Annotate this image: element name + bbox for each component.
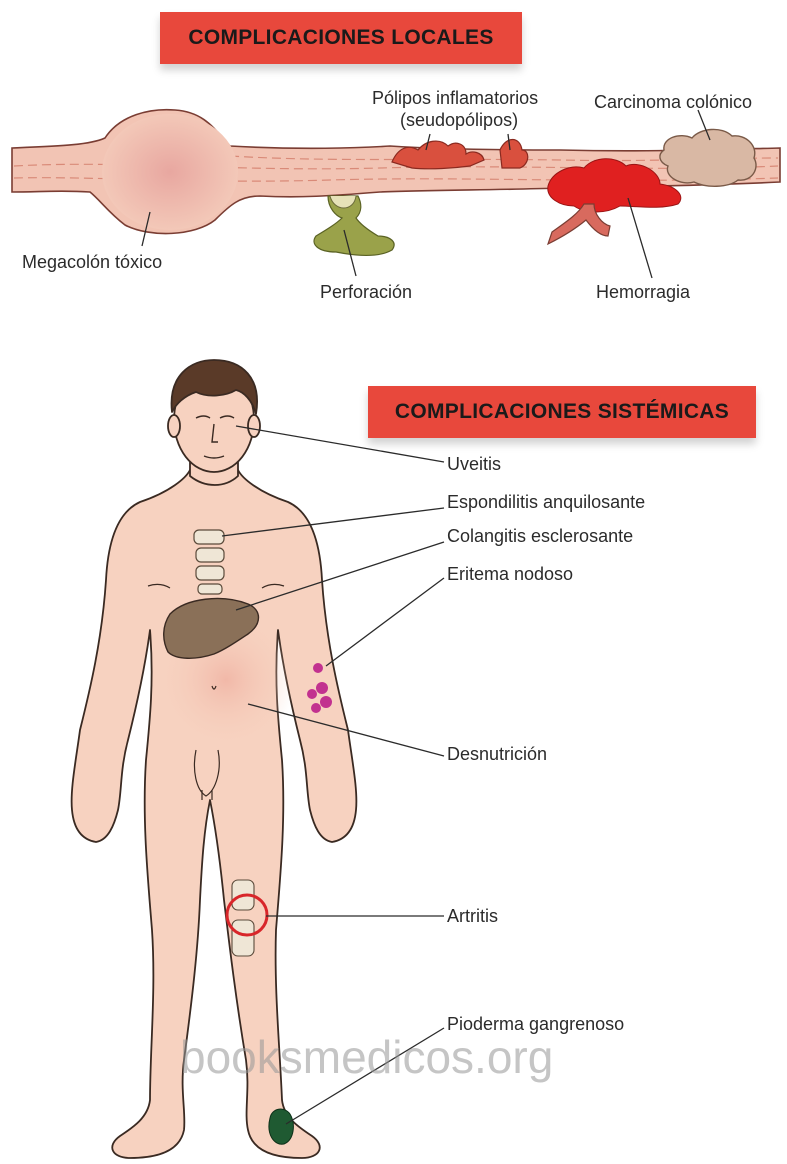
colon (12, 110, 780, 256)
label-perforation: Perforación (320, 282, 412, 303)
carcinoma-shape (660, 129, 756, 186)
label-carcinoma: Carcinoma colónico (594, 92, 752, 113)
label-uveitis: Uveitis (447, 454, 501, 475)
perforation-shape (314, 196, 394, 256)
label-erythema: Eritema nodoso (447, 564, 573, 585)
left-ear (168, 415, 180, 437)
local-complications-banner: COMPLICACIONES LOCALES (160, 12, 522, 64)
label-cholangitis: Colangitis esclerosante (447, 526, 633, 547)
right-ear (248, 415, 260, 437)
label-polyps-line1: Pólipos inflamatorios (372, 88, 538, 109)
systemic-complications-banner: COMPLICACIONES SISTÉMICAS (368, 386, 756, 438)
label-arthritis: Artritis (447, 906, 498, 927)
watermark: booksmedicos.org (180, 1030, 553, 1084)
megacolon-bulge (102, 114, 238, 230)
polyps-shape (392, 140, 528, 169)
label-malnutrition: Desnutrición (447, 744, 547, 765)
label-spondylitis: Espondilitis anquilosante (447, 492, 645, 513)
label-megacolon: Megacolón tóxico (22, 252, 162, 273)
pyoderma-patch (269, 1109, 293, 1144)
label-polyps-line2: (seudopólipos) (400, 110, 518, 131)
label-hemorrhage: Hemorragia (596, 282, 690, 303)
